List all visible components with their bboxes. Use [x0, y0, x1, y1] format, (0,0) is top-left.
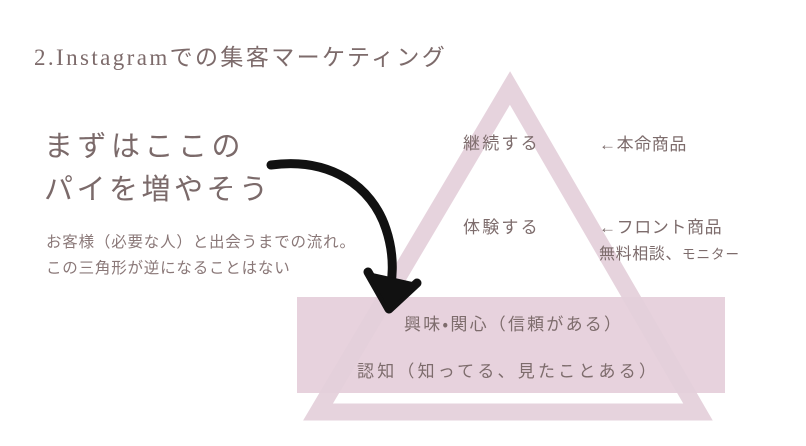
left-note-line-2: この三角形が逆になることはない — [46, 260, 291, 277]
left-note-block: お客様（必要な人）と出会うまでの流れ。 この三角形が逆になることはない — [46, 230, 356, 282]
funnel-stage-kyomi-kanshin: 興味・関心（信頼がある） — [404, 315, 624, 334]
headline-line-1: まずはここの — [44, 131, 246, 163]
annotation-honmei-shohin: ←本命商品 — [599, 135, 687, 154]
funnel-stage-keizoku: 継続する — [463, 134, 540, 153]
funnel-stage-taiken: 体験する — [463, 218, 540, 237]
annotation-muryo-main: 無料相談、 — [599, 246, 683, 263]
funnel-stage-ninchi: 認知（知ってる、見たことある） — [357, 362, 660, 381]
annotation-muryo-monitor: モニター — [682, 247, 741, 262]
annotation-front-shohin: ←フロント商品 — [599, 218, 723, 237]
left-note-line-1: お客様（必要な人）と出会うまでの流れ。 — [46, 234, 356, 251]
annotation-muryo-soudan: 無料相談、モニター — [599, 240, 740, 264]
page-title: 2.Instagramでの集客マーケティング — [34, 45, 448, 70]
headline-block: まずはここの パイを増やそう — [44, 126, 272, 212]
headline-line-2: パイを増やそう — [44, 174, 272, 206]
